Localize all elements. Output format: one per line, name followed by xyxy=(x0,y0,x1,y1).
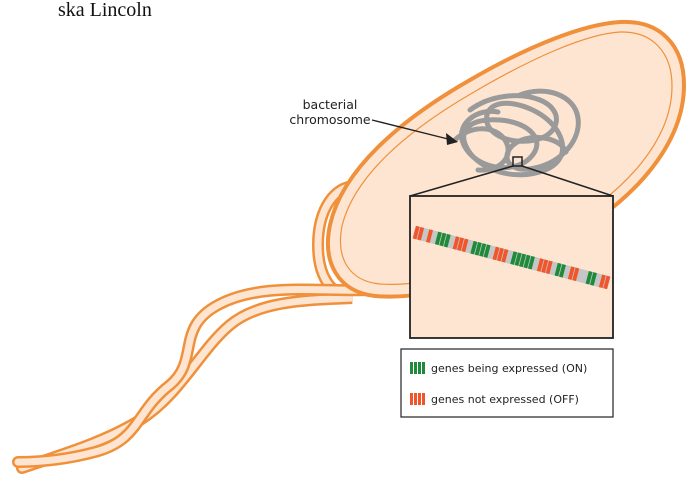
legend-off-label: genes not expressed (OFF) xyxy=(431,393,579,406)
legend-on-label: genes being expressed (ON) xyxy=(431,362,587,375)
legend-box xyxy=(401,349,613,417)
chromosome-label-line2: chromosome xyxy=(289,112,370,127)
flagellum xyxy=(18,186,370,468)
zoom-box xyxy=(410,196,613,338)
chromosome-label-line1: bacterial xyxy=(303,97,358,112)
caption-fragment: ska Lincoln xyxy=(58,0,152,21)
legend: genes being expressed (ON) genes not exp… xyxy=(401,349,613,417)
